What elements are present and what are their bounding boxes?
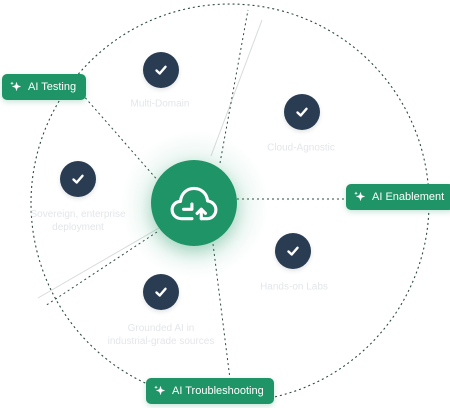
divider-left: [37, 227, 160, 299]
ai-enablement-badge[interactable]: AI Enablement: [346, 184, 450, 210]
hub: [151, 160, 237, 246]
ai-testing-label: AI Testing: [28, 81, 77, 93]
segment-label-cloud-agnostic: Cloud-Agnostic: [267, 142, 335, 155]
segment-label-line: industrial-grade sources: [107, 336, 215, 347]
ai-troubleshooting-badge[interactable]: AI Troubleshooting: [146, 378, 274, 404]
checkmark-icon: [143, 52, 179, 88]
segment-label-line: Multi-Domain: [130, 98, 190, 110]
segment-label-line: Cloud-Agnostic: [267, 142, 335, 154]
ai-testing-badge[interactable]: AI Testing: [2, 74, 87, 100]
segment-label-hands-on-labs: Hands-on Labs: [260, 281, 328, 294]
sparkle-icon: [354, 191, 366, 203]
cloud-icon: [169, 184, 219, 222]
connector-top: [219, 9, 249, 164]
segment-label-sovereign-deployment: Sovereign, enterprise deployment: [30, 208, 125, 234]
ai-enablement-label: AI Enablement: [372, 191, 445, 203]
segment-label-line: deployment: [52, 222, 104, 233]
sparkle-icon: [10, 81, 22, 93]
divider-top: [210, 19, 263, 157]
checkmark-icon: [284, 94, 320, 130]
ai-troubleshooting-label: AI Troubleshooting: [172, 385, 264, 397]
checkmark-icon: [60, 161, 96, 197]
segment-label-line: Grounded AI in: [127, 323, 195, 334]
segment-label-line: Sovereign, enterprise: [30, 209, 126, 220]
sparkle-icon: [154, 385, 166, 397]
segment-label-line: Hands-on Labs: [260, 281, 328, 293]
segment-label-grounded-ai: Grounded AI in industrial-grade sources: [108, 322, 215, 348]
segment-label-multi-domain: Multi-Domain: [131, 98, 190, 111]
checkmark-icon: [275, 233, 311, 269]
checkmark-icon: [143, 274, 179, 310]
connector-left: [44, 231, 158, 307]
